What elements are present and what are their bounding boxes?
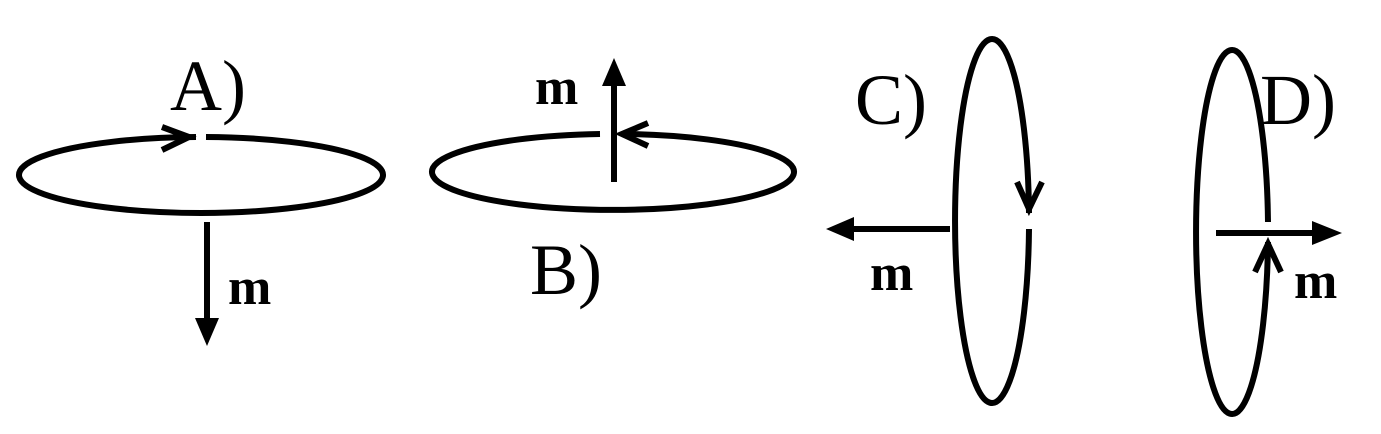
moment-label-a: m: [228, 259, 271, 316]
moment-label-b: m: [535, 59, 578, 116]
panel-d: D) m: [1193, 47, 1342, 417]
loop-b: [429, 131, 797, 213]
panel-c: C) m: [826, 36, 1045, 406]
moment-label-d: m: [1294, 253, 1337, 310]
moment-arrowhead-d: [1312, 221, 1342, 245]
option-label-b: B): [530, 230, 602, 310]
moment-label-c: m: [870, 245, 913, 302]
option-label-c: C): [855, 60, 927, 140]
circulation-arrow-c: [1014, 180, 1045, 217]
circulation-arrow-d: [1252, 236, 1284, 274]
moment-arrowhead-b: [602, 58, 626, 86]
panel-b: B) m: [429, 58, 797, 310]
loop-a: [16, 134, 386, 216]
panel-a: A) m: [16, 46, 386, 346]
moment-arrowhead-c: [826, 217, 854, 241]
circulation-arrow-b: [614, 120, 650, 149]
circulation-arrow-a: [160, 124, 197, 153]
moment-arrowhead-a: [195, 318, 219, 346]
option-label-a: A): [170, 46, 246, 126]
loop-c: [952, 36, 1032, 406]
option-label-d: D): [1260, 60, 1336, 140]
loop-d: [1193, 47, 1271, 417]
